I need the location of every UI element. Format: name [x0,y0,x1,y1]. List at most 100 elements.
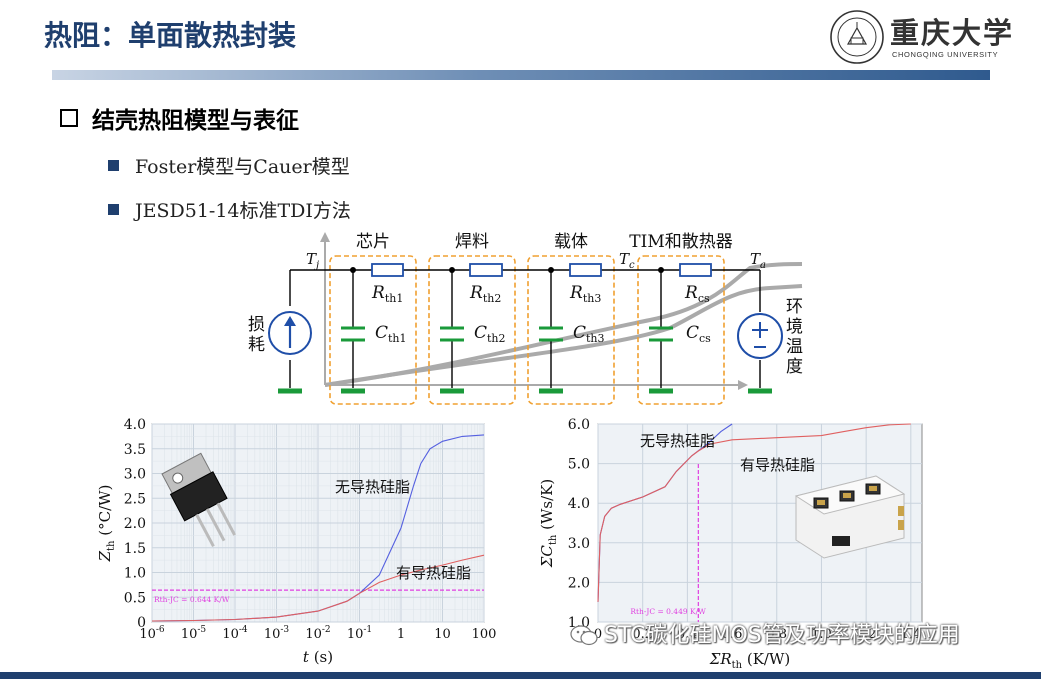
block-box-solder [428,255,516,405]
node-label-ta: Ta [750,250,766,271]
square-bullet-icon [108,204,119,215]
y-tick-label: 2.0 [124,516,146,532]
node-dot [658,267,664,273]
x-tick-exponent: -4 [239,625,248,635]
university-name-en: CHONGQING UNIVERSITY [892,50,999,59]
to220-package-image [161,452,236,548]
ambient-label-char: 境 [786,317,803,337]
y-axis-label: ΣCth (Ws/K) [538,479,559,568]
circuit-background-curves [320,232,803,390]
x-tick-label: 0.6 [722,627,743,642]
y-tick-label: 2.0 [568,575,590,591]
block-label: TIM和散热器 [629,232,732,252]
capacitor-label: Cth3 [573,323,605,345]
y-axis-unit: (Ws/K) [538,479,556,535]
x-tick-label: 10-6 [139,625,165,642]
resistor-label: Rth3 [569,283,601,305]
x-tick-base: 10 [347,627,364,642]
bullet-text: Foster模型与Cauer模型 [135,156,350,178]
watermark-text: STC碳化硅MOS管及功率模块的应用 [604,623,960,648]
module-terminal-screw [817,500,825,505]
title-divider [52,70,990,80]
x-tick-label: 1.2 [856,627,877,642]
node-label-tj: Tj [306,250,319,271]
x-tick-label: 0 [594,627,602,642]
section-heading: 结壳热阻模型与表征 [60,101,299,135]
y-tick-label: 4.0 [124,417,146,433]
axis-arrow-icon [738,380,748,390]
to220-lead [216,502,236,536]
to220-lead [205,508,226,542]
y-axis-symbol: ΣC [538,545,556,569]
module-pin [898,506,904,516]
x-tick-label: 0.8 [766,627,787,642]
capacitor-label: Cth1 [375,323,407,345]
x-axis-symbol: t [303,648,310,666]
series-label: 无导热硅脂 [335,478,410,496]
x-tick-base: 10 [139,627,156,642]
bullet-item: JESD51-14标准TDI方法 [108,196,351,223]
node-label-tc: Tc [619,250,635,271]
resistor-label: Rcs [684,283,710,305]
axis-arrow-icon [320,232,330,242]
resistor-label: Rth1 [371,283,403,305]
module-terminal-screw [869,486,877,491]
thermal-network-diagram: 芯片 焊料 载体 TIM和散热器 [248,232,803,405]
block-label: 焊料 [455,232,489,252]
module-terminal-screw [843,493,851,498]
rth-jc-label: Rth-JC = 0.449 K/W [630,607,706,616]
hollow-square-bullet-icon [60,109,78,127]
x-axis-unit: (K/W) [742,650,790,668]
voltage-source-icon [737,313,783,359]
x-tick-base: 10 [305,627,322,642]
series-line-with-grease [151,554,485,622]
y-tick-label: 3.0 [124,467,146,483]
page-title: 热阻：单面散热封装 [44,19,297,52]
ambient-label-char: 度 [786,357,803,377]
x-axis-label: ΣRth (K/W) [709,650,791,671]
x-tick-label: 10-2 [305,625,330,642]
x-tick-label: 10-3 [264,625,290,642]
x-tick-label: 0.4 [677,627,698,642]
series-line-with-grease [597,423,911,602]
rth-jc-label: Rth-JC = 0.644 K/W [154,595,230,604]
x-tick-label: 10 [434,627,451,642]
y-tick-label: 3.5 [124,442,146,458]
to220-lead [195,513,215,548]
module-label-qr [832,536,850,546]
y-axis-label: Zth (°C/W) [96,485,117,563]
power-module-image [794,475,906,559]
series-label: 无导热硅脂 [640,432,715,450]
university-name-cn: 重庆大学 [890,16,1015,50]
section-heading-text: 结壳热阻模型与表征 [92,108,299,134]
block-box-tim [637,255,725,405]
x-tick-label: 1 [397,627,405,642]
block-box-chip [329,255,417,405]
x-tick-base: 10 [222,627,239,642]
bullet-text: JESD51-14标准TDI方法 [135,200,351,222]
resistor-th3 [569,263,602,277]
y-tick-label: 2.5 [124,491,146,507]
x-tick-exponent: -2 [322,625,331,635]
node-dot [449,267,455,273]
y-axis-unit: (°C/W) [96,485,114,541]
module-pin [898,520,904,530]
x-axis-symbol: ΣR [709,650,732,668]
series-label: 有导热硅脂 [396,564,471,582]
wechat-icon [570,625,598,646]
capacitor-label: Ccs [686,323,711,345]
y-tick-label: 6.0 [568,417,590,433]
y-tick-label: 1.5 [124,541,146,557]
y-tick-label: 1.0 [124,566,146,582]
university-seal-icon [830,10,884,64]
loss-label-char: 损 [248,315,265,335]
x-tick-exponent: -3 [280,625,289,635]
bullet-item: Foster模型与Cauer模型 [108,152,350,179]
x-tick-label: 10-5 [181,625,207,642]
series-label: 有导热硅脂 [740,456,815,474]
node-dot [548,267,554,273]
x-tick-label: 1.4 [900,627,921,642]
x-tick-label: 1.0 [811,627,832,642]
block-label: 芯片 [356,232,390,252]
